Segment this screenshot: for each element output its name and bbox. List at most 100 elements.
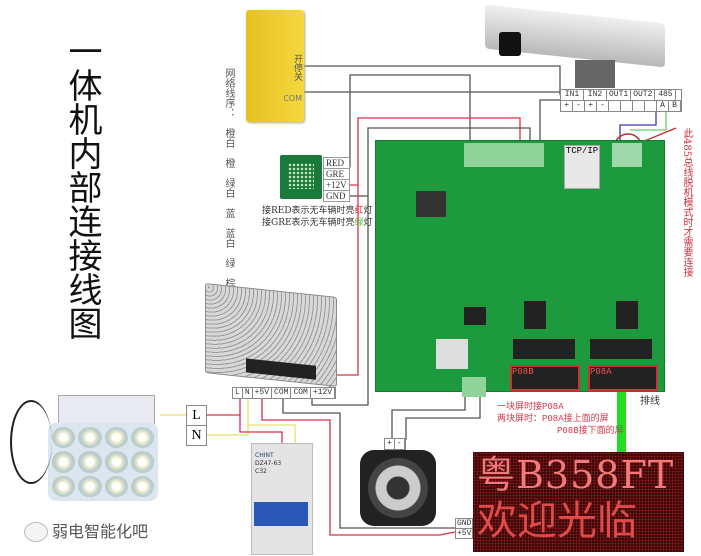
display-terminals: GND +5V [455,518,474,539]
psu-terminal: +5V [253,388,273,398]
lamp-led [78,475,102,497]
control-board: TCP/IP P08B P08A [375,140,665,397]
io-header: OUT1 [607,90,632,100]
power-supply [205,283,337,387]
p08a-label: P08A [590,367,612,377]
lamp-driver [58,395,155,427]
io-header: IN1 [561,90,584,100]
regulator [436,339,468,369]
io-pin [645,101,657,111]
signal-light-terminal: GND [323,191,350,202]
mains-n: N [191,428,202,443]
terminal-block-top [464,143,544,167]
note-green: 接GRE表示无车辆时亮绿灯 [262,218,373,228]
signal-light-terminal: RED [323,157,350,169]
ribbon-cable [617,378,626,463]
tcp-ip-label: TCP/IP [565,146,599,156]
network-order-item: 蓝白 [223,228,234,248]
note-red: 接RED表示无车辆时亮红灯 [262,206,373,216]
mains-l: L [187,406,206,426]
header-upper-b [513,339,575,359]
io-pin: - [573,101,585,111]
breaker-switch [254,502,308,526]
wire-psu-5v [261,398,456,536]
network-order: 网络线序： 橙白橙绿白蓝蓝白绿棕白棕 [222,68,238,318]
p08b-label: P08B [512,367,534,377]
wire-speaker-plus [391,395,466,440]
led-lamp [10,395,163,505]
signal-light-board [280,155,322,199]
mcu-chip [464,307,486,325]
watermark: 弱电智能化吧 [24,522,148,542]
network-order-item: 蓝 [223,208,234,218]
io-header: IN2 [584,90,607,100]
wire-psu-com2 [282,398,455,529]
speaker-minus: - [395,439,405,449]
wire-mains-l [206,398,241,416]
rs485-terminal [612,143,642,167]
port-p08a[interactable]: P08A [588,365,658,391]
rs485-note: 此485总线脱机模式时才需要连接 [681,128,692,278]
io-header: OUT2 [631,90,656,100]
lamp-led [78,451,102,473]
wire-barrier-top [303,65,561,95]
chip-3 [616,301,638,329]
wire-light-gnd [350,127,531,197]
signal-light-terminal: +12V [323,180,350,191]
lamp-led [130,475,154,497]
lamp-led [130,451,154,473]
network-order-label: 网络线序： [223,68,234,118]
signal-light-notes: 接RED表示无车辆时亮红灯 接GRE表示无车辆时亮绿灯 [262,205,373,229]
network-order-item: 橙白 [223,128,234,148]
display-line1: 粤B358FT [477,453,675,497]
speaker-terminal-block [462,377,486,397]
psu-terminal: N [243,388,253,398]
wire-breaker-l [239,415,283,445]
wire-breaker-n [248,424,296,445]
lamp-led [130,427,154,449]
psu-terminal: L [233,388,243,398]
io-pin: + [585,101,597,111]
lamp-led [52,427,76,449]
screen-notes: 一块屏时接P08A 两块屏时：P08A接上面的屏 P08B接下面的屏 [497,401,624,437]
network-order-item: 绿 [223,258,234,268]
io-pin: A [657,101,669,111]
wechat-icon [24,522,48,542]
barrier-terminal-switch: 开停关 [292,54,302,81]
chip-2 [524,301,546,329]
wire-light-red [349,74,471,167]
camera [485,4,670,88]
lamp-led [78,427,102,449]
inductor [416,191,446,217]
lamp-led [104,475,128,497]
mains-terminals: L N [186,405,207,446]
io-pin: - [597,101,609,111]
network-order-item: 橙 [223,158,234,168]
led-matrix [288,163,314,189]
tcp-ip-port[interactable]: TCP/IP [564,145,600,189]
screen-note-2: 两块屏时：P08A接上面的屏 [497,414,609,424]
led-display: 粤B358FT 欢迎光临 [473,452,684,552]
io-pin [609,101,621,111]
wire-485-a [619,110,657,140]
speaker-terminals: + - [384,438,406,450]
io-pin [633,101,645,111]
screen-note-3: P08B接下面的屏 [557,426,624,436]
wire-mains-n [206,398,249,436]
psu-terminal: +12V [311,388,336,398]
watermark-text: 弱电智能化吧 [52,522,149,541]
io-pin: B [669,101,681,111]
port-p08b[interactable]: P08B [510,365,580,391]
lamp-led [52,475,76,497]
display-line2: 欢迎光临 [477,498,637,544]
breaker-rating: C32 [255,468,267,475]
psu-terminal: COM [291,388,311,398]
network-order-item: 绿白 [223,178,234,198]
wire-light-12v [350,117,521,186]
speaker-plus: + [385,439,395,449]
io-pin [621,101,633,111]
